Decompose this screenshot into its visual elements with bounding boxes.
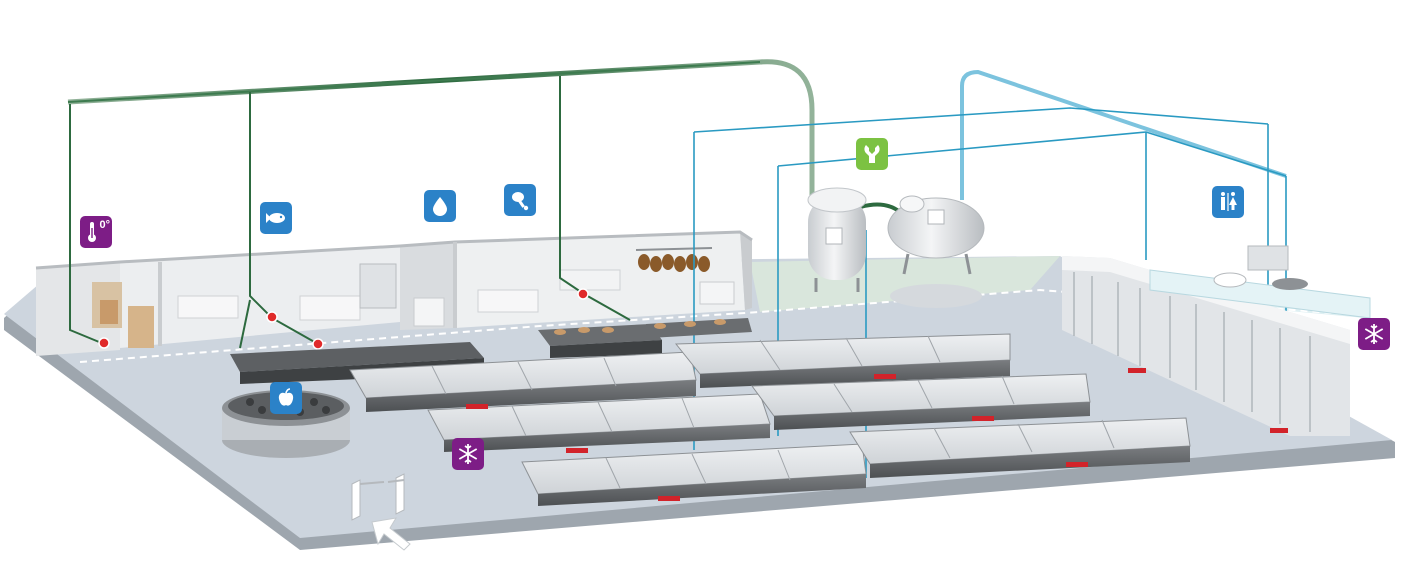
upright-freezers: [1062, 256, 1350, 436]
snowflake-icon: [452, 438, 484, 470]
chilled-circuit-lines: [67, 59, 902, 349]
wrench-icon: [856, 138, 888, 170]
snowflake-icon: [1358, 318, 1390, 350]
thermometer-icon: 0°: [80, 216, 112, 248]
apple-icon: [270, 382, 302, 414]
fault-marker: [577, 288, 589, 300]
back-rooms: [35, 230, 753, 356]
fault-marker: [266, 311, 278, 323]
fault-marker: [98, 337, 110, 349]
water-drop-icon: [424, 190, 456, 222]
store-entrance: [351, 473, 411, 551]
fish-icon: [260, 202, 292, 234]
fault-markers: [98, 288, 589, 350]
thermometer-label: 0°: [99, 219, 110, 231]
compressor-units: [807, 187, 985, 308]
entrance-arrow: [371, 517, 411, 551]
produce-bin: [222, 390, 350, 458]
restroom-fixtures: [1149, 245, 1371, 319]
fault-marker: [312, 338, 324, 350]
restroom-icon: [1212, 186, 1244, 218]
island-freezer-cases: [349, 333, 1191, 506]
meat-leg-icon: [504, 184, 536, 216]
